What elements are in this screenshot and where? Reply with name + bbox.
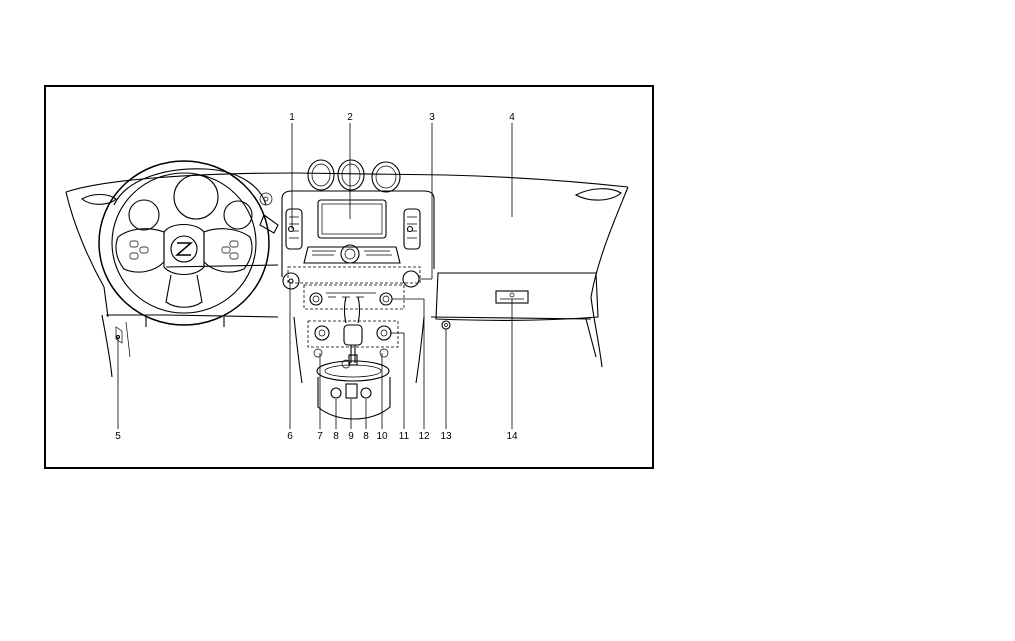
callout-12: 12 (418, 431, 430, 442)
steering-wheel (99, 161, 278, 327)
callout-6: 6 (287, 431, 293, 442)
callout-5: 5 (115, 431, 121, 442)
leader-lines (118, 123, 512, 429)
glove-box (436, 273, 598, 329)
callout-8-right: 8 (363, 431, 369, 442)
callout-9: 9 (348, 431, 354, 442)
callout-13: 13 (440, 431, 452, 442)
center-stack (282, 191, 434, 419)
callout-4: 4 (509, 112, 515, 123)
dashboard-outline (66, 173, 628, 377)
instrument-panel-figure: 1 2 3 4 5 6 7 8 9 8 10 11 12 13 14 (44, 85, 654, 469)
callout-11: 11 (399, 431, 410, 442)
callout-3: 3 (429, 112, 435, 123)
callout-8-left: 8 (333, 431, 339, 442)
center-top-gauges (308, 160, 400, 192)
dashboard-illustration: 1 2 3 4 5 6 7 8 9 8 10 11 12 13 14 (46, 87, 656, 471)
callout-2: 2 (347, 112, 353, 123)
callout-1: 1 (289, 112, 295, 123)
callout-14: 14 (506, 431, 518, 442)
callout-7: 7 (317, 431, 323, 442)
callout-10: 10 (376, 431, 388, 442)
hood-release-lever (116, 327, 122, 343)
